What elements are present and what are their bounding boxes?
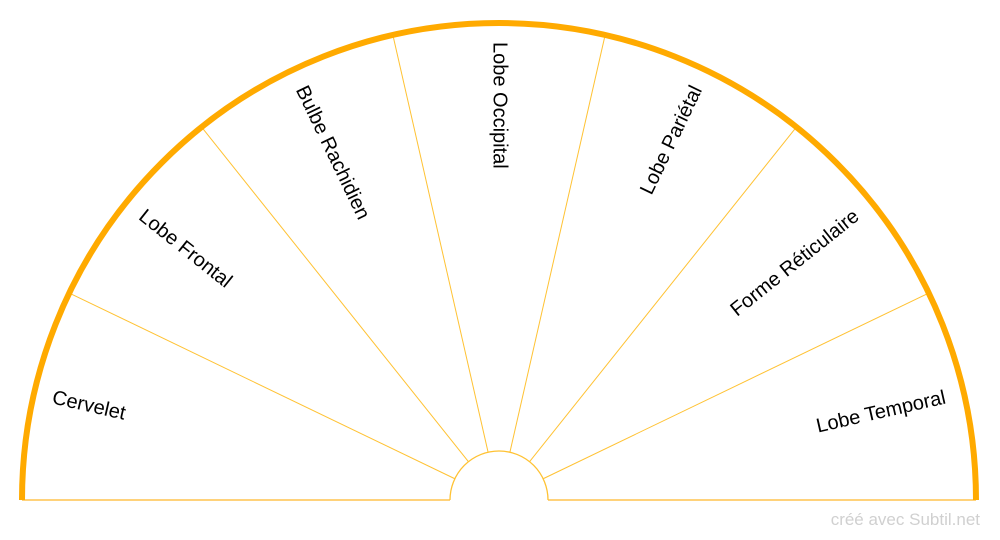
outer-arc <box>19 20 979 501</box>
inner-arc <box>449 450 549 501</box>
sector-label: Cervelet <box>50 387 128 425</box>
sector-divider <box>201 126 469 463</box>
sector-label: Lobe Pariétal <box>636 82 707 198</box>
sector-divider <box>69 292 456 480</box>
sector-label: Forme Réticulaire <box>726 205 863 321</box>
sector-divider <box>542 292 929 480</box>
sector-divider <box>509 34 606 453</box>
sector-label: Lobe Occipital <box>489 42 511 169</box>
sector-divider <box>392 34 489 453</box>
sector-divider <box>529 126 797 463</box>
sector-label: Lobe Temporal <box>814 387 948 438</box>
credit-text: créé avec Subtil.net <box>830 510 980 529</box>
sector-label: Bulbe Rachidien <box>291 82 374 223</box>
sector-label: Lobe Frontal <box>135 205 237 292</box>
